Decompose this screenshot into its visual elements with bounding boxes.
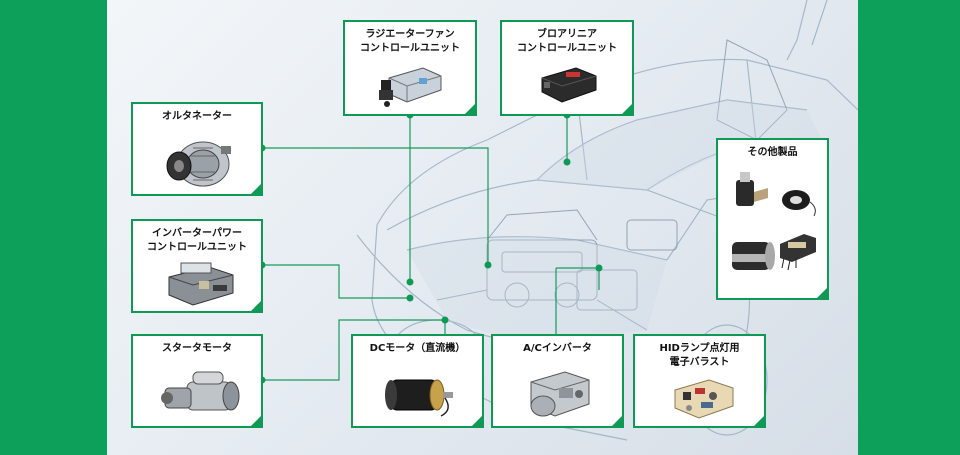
product-label: オルタネーター [162, 111, 232, 122]
product-label: スタータモータ [162, 343, 232, 354]
corner-marker [622, 104, 632, 114]
product-card-dc-motor[interactable]: DCモータ（直流機） [351, 334, 484, 428]
inverter-power-unit-image [168, 262, 234, 306]
ac-inverter-image [530, 371, 590, 417]
corner-marker [612, 416, 622, 426]
product-card-other[interactable]: その他製品 [716, 138, 829, 300]
product-card-radiator-fan[interactable]: ラジエーターファン コントロールユニット [343, 20, 477, 116]
corner-marker [251, 416, 261, 426]
product-label: DCモータ（直流機） [369, 343, 466, 354]
dc-motor-image [385, 379, 453, 417]
diagram-stage: ラジエーターファン コントロールユニット ブロアリニア コントロールユニット [107, 0, 858, 455]
product-label: A/Cインバータ [523, 343, 592, 354]
product-label: ラジエーターファン コントロールユニット [360, 29, 460, 54]
product-card-alternator[interactable]: オルタネーター [131, 102, 263, 196]
other-products-image [732, 172, 816, 271]
product-label: HIDランプ点灯用 電子バラスト [659, 343, 740, 368]
product-label: ブロアリニア コントロールユニット [517, 29, 617, 54]
product-card-hid-ballast[interactable]: HIDランプ点灯用 電子バラスト [633, 334, 766, 428]
car-illustration [356, 0, 858, 441]
product-card-ac-inverter[interactable]: A/Cインバータ [491, 334, 624, 428]
corner-marker [754, 416, 764, 426]
alternator-image [166, 141, 231, 187]
corner-marker [465, 104, 475, 114]
product-card-inverter-power[interactable]: インバーターパワー コントロールユニット [131, 219, 263, 313]
product-label: その他製品 [747, 147, 798, 158]
product-label: インバーターパワー コントロールユニット [147, 228, 247, 253]
product-card-blower-linear[interactable]: ブロアリニア コントロールユニット [500, 20, 634, 116]
blower-linear-unit-image [541, 67, 597, 103]
starter-motor-image [161, 371, 240, 411]
corner-marker [251, 301, 261, 311]
product-card-starter[interactable]: スタータモータ [131, 334, 263, 428]
hid-ballast-image [674, 379, 734, 419]
radiator-fan-unit-image [379, 67, 442, 107]
corner-marker [817, 288, 827, 298]
corner-marker [251, 184, 261, 194]
corner-marker [472, 416, 482, 426]
